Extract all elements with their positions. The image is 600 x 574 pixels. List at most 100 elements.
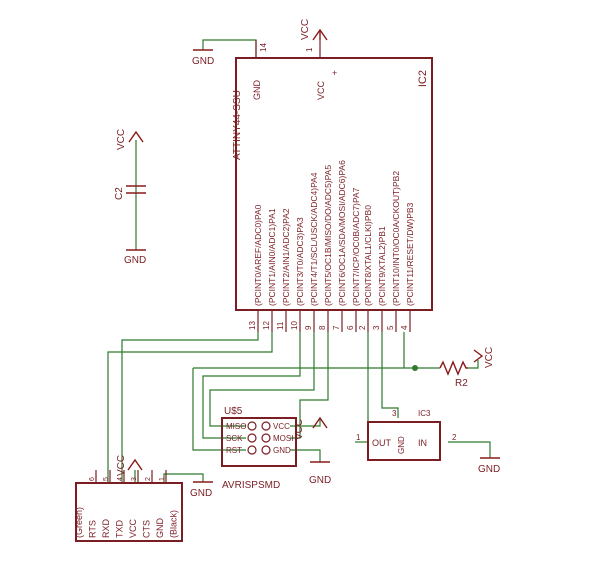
ic2-symbol: IC2 ATTINY44-SSU GND VCC + 14 1 (PCINT0/… [232,40,433,332]
ftdi-pin-label: (Black) [169,510,179,538]
ic2-pin-gnd-num: 14 [259,43,268,52]
vcc-arrow-icon [127,458,143,471]
us5-left-label: MISO [226,422,246,431]
ic2-pin-label: (PCINT4/T1/SCL/USCK/ADC4)PA4 [309,172,319,306]
us5-right-label: MOSI [273,434,293,443]
gnd-symbol-ic2: GND [192,49,214,67]
net-r2-vcc [468,360,479,369]
ftdi-pin-num: 6 [89,477,96,481]
vcc-arrow-icon [128,130,144,143]
ic2-pin-num: 11 [276,321,285,330]
ftdi-pin-label: GND [155,518,165,539]
ftdi-pin-num: 4 [117,477,124,481]
ic3-name: IC3 [418,409,431,418]
us5-part: AVRISPSMD [222,480,280,491]
vcc-label-c2: VCC [116,129,127,150]
ftdi-body [75,482,183,542]
vcc-label-r2: VCC [484,347,495,368]
ic2-pin-label: (PCINT5/OC1B/MISO/DO/ADC5)PA5 [323,165,333,306]
gnd-label-c2: GND [124,255,146,266]
net-pa1 [107,332,273,483]
ftdi-pin-num: 3 [131,477,138,481]
ic2-vcc-label: VCC [316,80,326,100]
c2-name: C2 [114,187,125,200]
net-isp-gnd [290,449,321,462]
ic2-pin-num: 8 [318,325,327,330]
gnd-label-ic3: GND [478,464,500,475]
ic2-port-a-pins: (PCINT0/AREF/ADC0)PA0 13 (PCINT1/AIN0/ADC1… [248,160,361,332]
us5-right-label: GND [273,446,291,455]
net-ftdi-gnd [163,473,204,483]
us5-body [221,417,297,467]
net-rst [192,368,246,451]
ic2-pin-num: 2 [358,325,367,330]
ftdi-pin-label: RXD [101,518,111,538]
ic3-body [367,421,441,461]
ftdi-pin-label: CTS [142,520,152,538]
ftdi-pin-label: (Green) [74,507,84,538]
ic2-part: ATTINY44-SSU [232,90,243,160]
ftdi-pin-num: 1 [159,477,166,481]
us5-name: U$5 [224,406,243,417]
ic2-pin-vcc-num: 1 [305,47,314,52]
c2-symbol: VCC C2 GND [114,129,146,266]
ic2-pin-num: 3 [372,325,381,330]
ic2-plus: + [332,68,337,78]
ic3-out-label: OUT [372,438,392,448]
net-ic3-in [448,441,491,458]
ic2-pin-label: (PCINT2/AIN1/ADC2)PA2 [281,208,291,306]
r2-name: R2 [455,378,468,389]
ic2-pin-label: (PCINT7/ICP/OC0B/ADC7)PA7 [351,187,361,306]
ic2-pin-label: (PCINT10/INT0/OC0A/CKOUT)PB2 [391,171,401,306]
vcc-label-ftdi: VCC [116,455,127,476]
us5-right-label: VCC [273,422,290,431]
isp-pad-icon [247,421,257,431]
wires [107,39,491,483]
ic2-pin-num: 6 [346,325,355,330]
vcc-label-ic2: VCC [300,19,311,40]
ftdi-pin-label: VCC [128,518,138,538]
isp-pad-icon [261,421,271,431]
us5-right-pins: VCC MOSI GND [261,421,293,455]
ic2-pin-num: 10 [290,321,299,330]
vcc-arrow-icon [473,349,484,363]
ic2-gnd-label: GND [252,80,262,101]
ftdi-pin-num: 5 [103,477,110,481]
ic2-pin-num: 9 [304,325,313,330]
ftdi-pin-label: RTS [88,520,98,538]
ic3-symbol: IC3 OUT IN GND 1 2 3 GND [356,409,500,475]
vcc-label-us5: VCC [294,419,305,440]
isp-pad-icon [247,433,257,443]
ic2-pin-label: (PCINT1/AIN0/ADC1)PA1 [267,208,277,306]
ic2-name: IC2 [417,70,429,87]
us5-left-pins: MISO SCK RST [226,421,257,455]
ic2-pin-num: 13 [248,321,257,330]
us5-left-label: SCK [226,434,243,443]
ic3-gnd-label: GND [397,436,406,454]
ic3-pin-out-num: 1 [356,433,361,442]
ic2-pin-label: (PCINT0/AREF/ADC0)PA0 [253,204,263,306]
ic2-pin-num: 12 [262,321,271,330]
ic3-pin-in-num: 2 [452,433,457,442]
isp-pad-icon [261,445,271,455]
net-isp-vcc [290,418,321,427]
gnd-label-ic2: GND [192,56,214,67]
ic2-port-b-pins: (PCINT8/XTAL1/CLKI)PB02(PCINT9/XTAL2)PB1… [358,171,415,332]
ic2-pin-label: (PCINT3/T0/ADC3)PA3 [295,217,305,306]
ftdi-pin-label: TXD [115,519,125,538]
isp-pad-icon [261,433,271,443]
resistor-icon [439,360,468,376]
ic2-pin-num: 4 [400,325,409,330]
vcc-arrow-icon [312,416,328,429]
gnd-label-us5: GND [309,475,331,486]
gnd-label-ftdi: GND [190,488,212,499]
vcc-symbol-ic2: VCC [300,19,328,41]
r2-symbol: R2 VCC [439,347,495,389]
us5-left-label: RST [226,446,242,455]
net-reset [403,332,440,369]
net-pa0 [121,332,259,483]
